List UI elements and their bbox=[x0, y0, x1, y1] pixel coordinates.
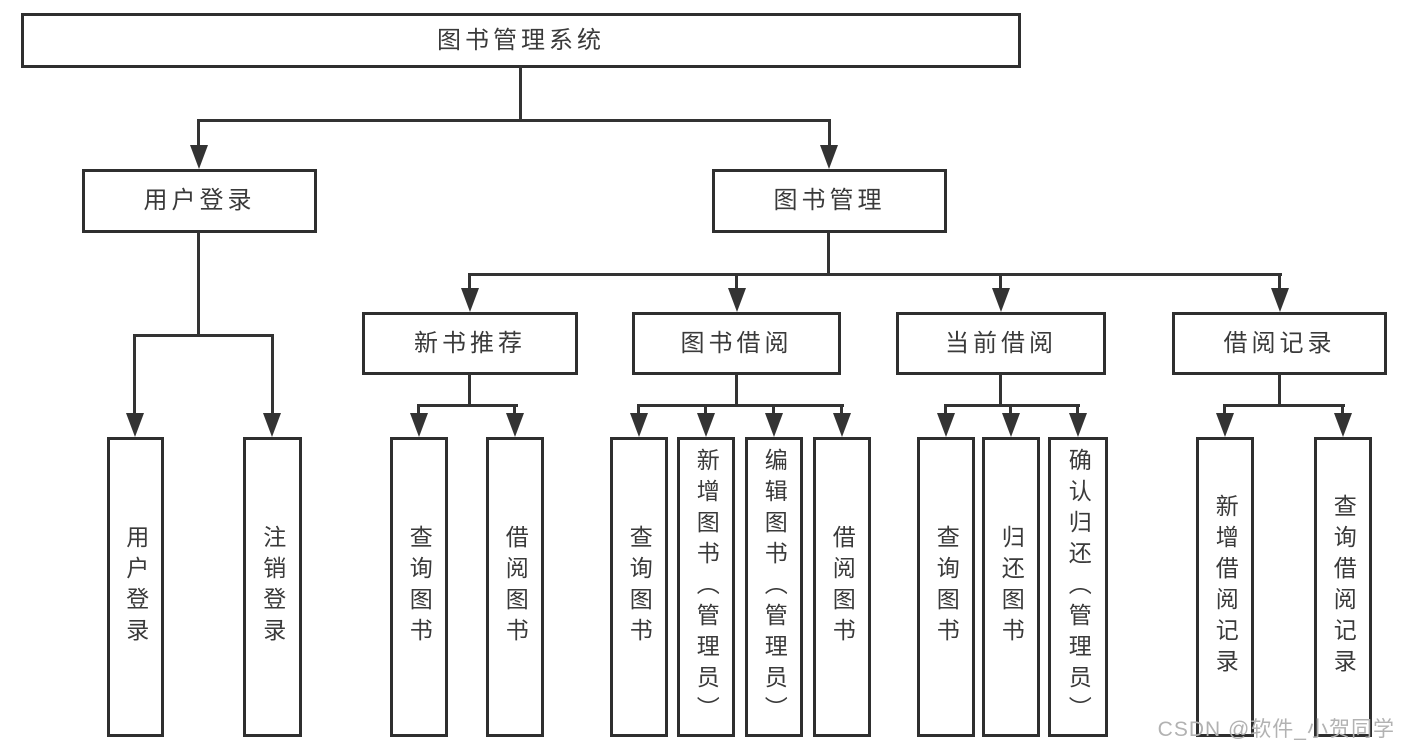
arrowhead-cb-return bbox=[1002, 413, 1020, 437]
node-bb-query: 查询图书 bbox=[610, 437, 668, 737]
connector-new-book-rec-rail bbox=[417, 404, 518, 407]
connector-to-cb-query bbox=[944, 404, 947, 414]
node-borrow-record: 借阅记录 bbox=[1172, 312, 1387, 375]
connector-to-user-login bbox=[197, 119, 200, 147]
connector-to-bb-query bbox=[637, 404, 640, 414]
connector-new-book-rec-drop bbox=[468, 374, 471, 407]
csdn-watermark: CSDN @软件_小贺同学 bbox=[1157, 718, 1395, 741]
connector-book-mgmt-drop bbox=[827, 232, 830, 276]
arrowhead-leaf-logout bbox=[263, 413, 281, 437]
connector-user-login-drop bbox=[197, 232, 200, 337]
node-leaf-user-login: 用户登录 bbox=[107, 437, 164, 737]
node-book-mgmt: 图书管理 bbox=[712, 169, 947, 233]
connector-borrow-record-drop bbox=[1278, 374, 1281, 407]
connector-current-borrow-rail bbox=[944, 404, 1080, 407]
arrowhead-book-mgmt bbox=[820, 145, 838, 169]
node-book-mgmt-label: 图书管理 bbox=[773, 187, 886, 214]
node-cb-confirm-label: 确认归还（管理员） bbox=[1065, 447, 1092, 727]
node-br-query-label: 查询借阅记录 bbox=[1330, 494, 1357, 680]
connector-book-borrow-rail bbox=[637, 404, 844, 407]
connector-to-br-add bbox=[1223, 404, 1226, 414]
connector-to-new-book-rec bbox=[468, 273, 471, 291]
node-nb-query: 查询图书 bbox=[390, 437, 448, 737]
connector-borrow-record-rail bbox=[1223, 404, 1345, 407]
connector-to-current-borrow bbox=[999, 273, 1002, 291]
node-root: 图书管理系统 bbox=[21, 13, 1021, 68]
node-bb-query-label: 查询图书 bbox=[626, 525, 653, 649]
node-cb-query: 查询图书 bbox=[917, 437, 975, 737]
connector-book-borrow-drop bbox=[735, 374, 738, 407]
node-cb-query-label: 查询图书 bbox=[933, 525, 960, 649]
connector-current-borrow-drop bbox=[999, 374, 1002, 407]
connector-to-book-borrow bbox=[735, 273, 738, 291]
node-bb-add: 新增图书（管理员） bbox=[677, 437, 735, 737]
connector-to-br-query bbox=[1341, 404, 1344, 414]
node-cb-return-label: 归还图书 bbox=[998, 525, 1025, 649]
connector-user-login-rail bbox=[133, 334, 274, 337]
connector-level2-rail bbox=[468, 273, 1282, 276]
node-current-borrow: 当前借阅 bbox=[896, 312, 1106, 375]
arrowhead-new-book-rec bbox=[461, 288, 479, 312]
arrowhead-nb-query bbox=[410, 413, 428, 437]
arrowhead-cb-query bbox=[937, 413, 955, 437]
node-br-query: 查询借阅记录 bbox=[1314, 437, 1372, 737]
connector-to-cb-confirm bbox=[1076, 404, 1079, 414]
node-new-book-rec-label: 新书推荐 bbox=[414, 329, 526, 357]
node-cb-return: 归还图书 bbox=[982, 437, 1040, 737]
node-book-borrow-label: 图书借阅 bbox=[680, 329, 793, 357]
node-leaf-logout: 注销登录 bbox=[243, 437, 302, 737]
connector-to-bb-borrow bbox=[840, 404, 843, 414]
arrowhead-book-borrow bbox=[728, 288, 746, 312]
arrowhead-nb-borrow bbox=[506, 413, 524, 437]
connector-to-leaf-user-login bbox=[133, 334, 136, 414]
arrowhead-br-query bbox=[1334, 413, 1352, 437]
connector-to-leaf-logout bbox=[271, 334, 274, 414]
arrowhead-cb-confirm bbox=[1069, 413, 1087, 437]
node-user-login-label: 用户登录 bbox=[143, 187, 256, 214]
arrowhead-bb-add bbox=[697, 413, 715, 437]
arrowhead-bb-query bbox=[630, 413, 648, 437]
node-nb-query-label: 查询图书 bbox=[406, 525, 433, 649]
arrowhead-bb-edit bbox=[765, 413, 783, 437]
arrowhead-current-borrow bbox=[992, 288, 1010, 312]
node-nb-borrow-label: 借阅图书 bbox=[502, 525, 529, 649]
arrowhead-bb-borrow bbox=[833, 413, 851, 437]
connector-to-cb-return bbox=[1009, 404, 1012, 414]
node-leaf-logout-label: 注销登录 bbox=[259, 525, 286, 649]
arrowhead-br-add bbox=[1216, 413, 1234, 437]
node-new-book-rec: 新书推荐 bbox=[362, 312, 578, 375]
node-cb-confirm: 确认归还（管理员） bbox=[1048, 437, 1108, 737]
node-bb-edit: 编辑图书（管理员） bbox=[745, 437, 803, 737]
connector-to-nb-borrow bbox=[513, 404, 516, 414]
connector-to-bb-edit bbox=[772, 404, 775, 414]
node-borrow-record-label: 借阅记录 bbox=[1223, 329, 1336, 357]
node-bb-edit-label: 编辑图书（管理员） bbox=[761, 447, 788, 727]
arrowhead-user-login bbox=[190, 145, 208, 169]
connector-level1-rail bbox=[197, 119, 831, 122]
node-bb-borrow-label: 借阅图书 bbox=[829, 525, 856, 649]
node-book-borrow: 图书借阅 bbox=[632, 312, 841, 375]
connector-to-bb-add bbox=[704, 404, 707, 414]
node-br-add: 新增借阅记录 bbox=[1196, 437, 1254, 737]
node-br-add-label: 新增借阅记录 bbox=[1212, 494, 1239, 680]
arrowhead-leaf-user-login bbox=[126, 413, 144, 437]
connector-to-nb-query bbox=[417, 404, 420, 414]
node-leaf-user-login-label: 用户登录 bbox=[122, 525, 149, 649]
connector-to-borrow-record bbox=[1278, 273, 1281, 291]
node-bb-borrow: 借阅图书 bbox=[813, 437, 871, 737]
connector-to-book-mgmt bbox=[828, 119, 831, 147]
node-root-label: 图书管理系统 bbox=[437, 26, 605, 54]
arrowhead-borrow-record bbox=[1271, 288, 1289, 312]
connector-root-drop bbox=[519, 66, 522, 122]
node-nb-borrow: 借阅图书 bbox=[486, 437, 544, 737]
node-user-login: 用户登录 bbox=[82, 169, 317, 233]
node-bb-add-label: 新增图书（管理员） bbox=[693, 447, 720, 727]
node-current-borrow-label: 当前借阅 bbox=[945, 329, 1057, 357]
